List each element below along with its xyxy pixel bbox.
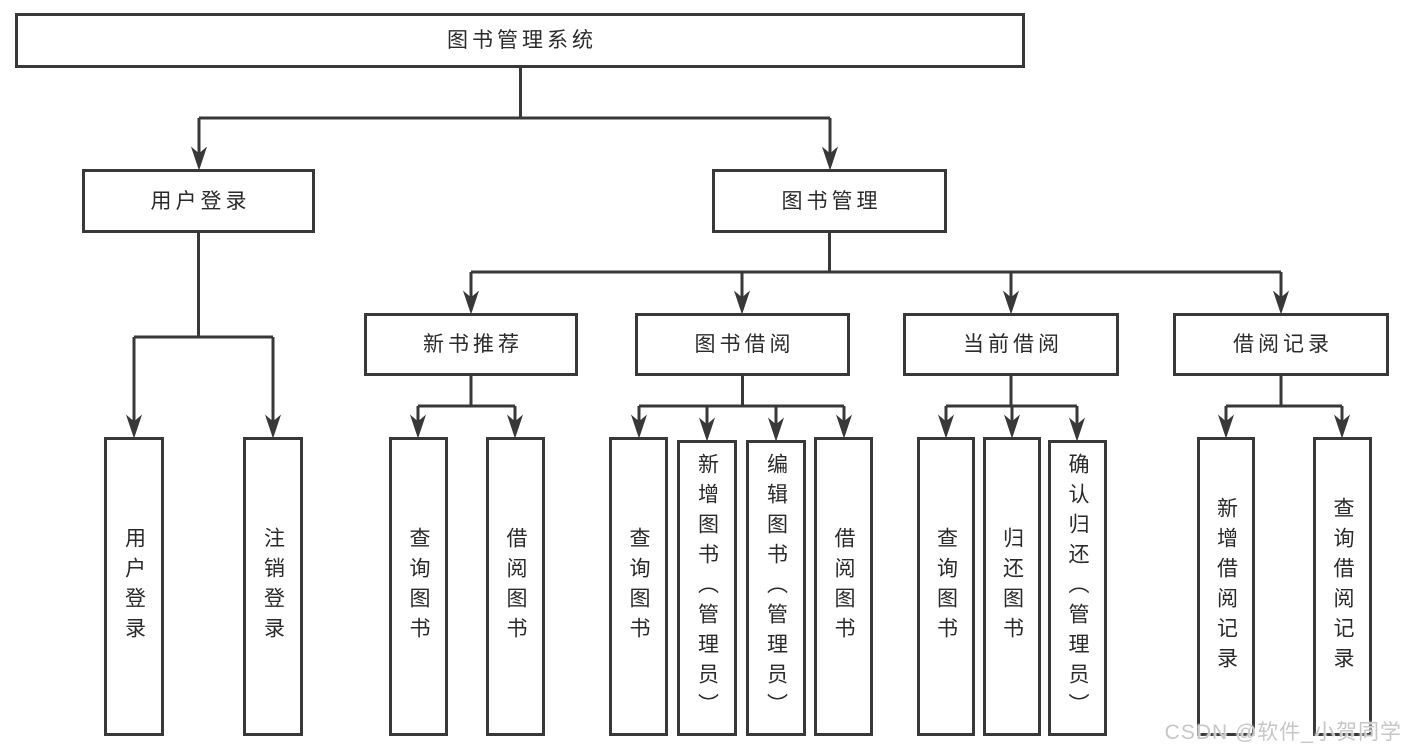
leaf-user-login-label: 用户登录 [122, 526, 146, 647]
arrowhead [630, 414, 648, 439]
csdn-watermark: CSDN @软件_小贺同学 [1164, 721, 1402, 744]
arrowhead [462, 290, 480, 315]
arrowhead [698, 417, 716, 442]
arrowhead [835, 414, 853, 439]
arrowhead [1002, 290, 1020, 315]
leaf-query-books-borrowing-label: 查询图书 [627, 526, 650, 647]
leaf-borrow-books-recommend-label: 借阅图书 [504, 526, 527, 647]
node-root: 图书管理系统 [15, 13, 1025, 68]
leaf-logout-login-label: 注销登录 [261, 526, 285, 647]
leaf-query-books-current: 查询图书 [917, 437, 975, 736]
leaf-query-books-recommend: 查询图书 [389, 437, 448, 736]
arrowhead [937, 414, 955, 439]
connector-user-login-to-leaves [125, 233, 282, 439]
node-current-borrowing-label: 当前借阅 [963, 333, 1063, 356]
leaf-add-books-admin: 新增图书（管理员） [677, 440, 737, 736]
arrowhead [190, 146, 208, 171]
arrowhead [264, 414, 282, 439]
arrowhead [125, 414, 143, 439]
leaf-add-books-admin-label: 新增图书（管理员） [695, 453, 719, 723]
node-user-login: 用户登录 [82, 169, 315, 233]
connector-current-borrowing-to-leaves [937, 376, 1086, 442]
node-borrowing-records: 借阅记录 [1173, 313, 1389, 376]
node-new-book-recommend: 新书推荐 [364, 313, 578, 376]
leaf-return-books: 归还图书 [983, 437, 1041, 736]
node-user-login-label: 用户登录 [150, 189, 251, 213]
connector-new-book-recommend-to-leaves [409, 376, 524, 439]
leaf-query-books-recommend-label: 查询图书 [407, 526, 430, 647]
node-root-label: 图书管理系统 [447, 29, 597, 52]
arrowhead [1003, 414, 1021, 439]
connector-borrowing-records-to-leaves [1217, 376, 1351, 439]
leaf-query-borrow-record: 查询借阅记录 [1313, 437, 1372, 736]
leaf-borrow-books-borrowing: 借阅图书 [814, 437, 873, 736]
leaf-query-borrow-record-label: 查询借阅记录 [1331, 496, 1354, 677]
leaf-query-books-borrowing: 查询图书 [609, 437, 668, 736]
leaf-return-books-label: 归还图书 [1000, 526, 1024, 647]
node-book-borrowing-label: 图书借阅 [694, 333, 795, 356]
node-book-borrowing: 图书借阅 [635, 313, 850, 376]
arrowhead [733, 290, 751, 315]
leaf-query-books-current-label: 查询图书 [934, 526, 958, 647]
node-borrowing-records-label: 借阅记录 [1233, 333, 1333, 356]
leaf-confirm-return-admin-label: 确认归还（管理员） [1066, 453, 1089, 723]
node-new-book-recommend-label: 新书推荐 [423, 333, 523, 356]
arrowhead [1068, 417, 1086, 442]
connector-root-to-level2 [190, 68, 839, 171]
arrowhead [506, 414, 524, 439]
arrowhead [821, 146, 839, 171]
arrowhead [767, 417, 785, 442]
connector-book-management-to-level3 [462, 233, 1290, 315]
leaf-add-borrow-record-label: 新增借阅记录 [1214, 496, 1238, 677]
arrowhead [1333, 414, 1351, 439]
leaf-logout-login: 注销登录 [243, 437, 303, 736]
leaf-borrow-books-recommend: 借阅图书 [486, 437, 545, 736]
arrowhead [409, 414, 427, 439]
node-current-borrowing: 当前借阅 [903, 313, 1119, 376]
leaf-user-login: 用户登录 [104, 437, 164, 736]
node-book-management: 图书管理 [712, 169, 947, 233]
leaf-add-borrow-record: 新增借阅记录 [1197, 437, 1255, 736]
leaf-edit-books-admin: 编辑图书（管理员） [746, 440, 806, 736]
node-book-management-label: 图书管理 [781, 189, 882, 213]
arrowhead [1217, 414, 1235, 439]
leaf-borrow-books-borrowing-label: 借阅图书 [832, 526, 855, 647]
leaf-edit-books-admin-label: 编辑图书（管理员） [764, 453, 788, 723]
arrowhead [1272, 290, 1290, 315]
leaf-confirm-return-admin: 确认归还（管理员） [1048, 440, 1107, 736]
connector-book-borrowing-to-leaves [630, 376, 853, 442]
